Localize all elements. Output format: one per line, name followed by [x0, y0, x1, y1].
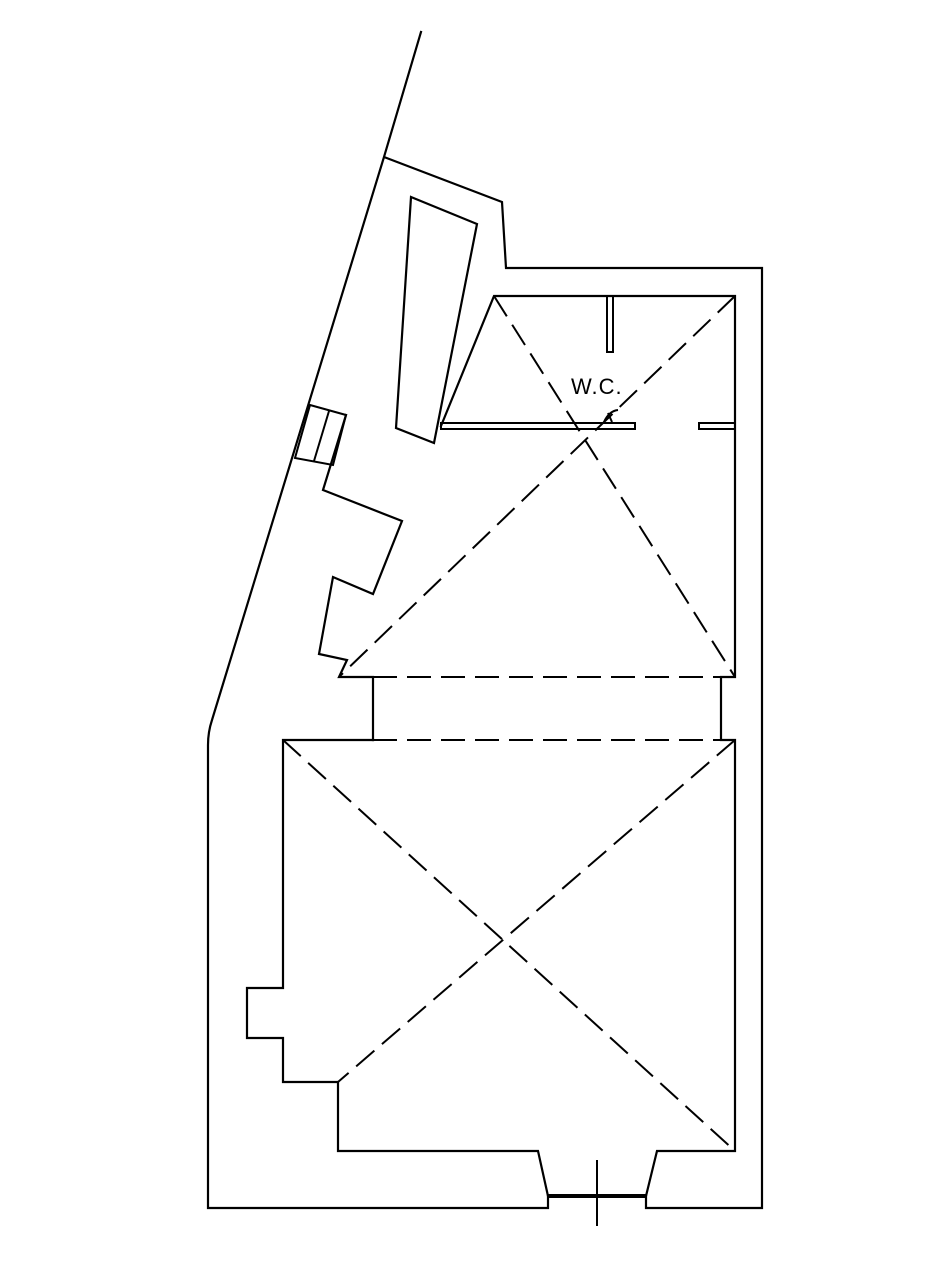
- wc-partition-top: [606, 295, 614, 353]
- window-niche: [293, 403, 348, 467]
- wc-partition-right: [698, 422, 736, 430]
- vault-diagonal-upper-b: [338, 295, 736, 678]
- wc-label: W.C.: [571, 374, 623, 399]
- wc-fixture-mark: [603, 409, 619, 423]
- outer-wall: [206, 30, 764, 1210]
- inner-wall-lower-right: [439, 294, 737, 1198]
- vault-diagonal-lower-a: [282, 739, 736, 1152]
- inner-wall-upper: [317, 413, 404, 742]
- inner-wall-lower-left: [245, 738, 550, 1198]
- narrow-shaft: [394, 195, 479, 445]
- vault-diagonal-upper-a: [493, 295, 736, 678]
- window-mullion: [313, 410, 330, 462]
- wc-partition-horizontal: [440, 422, 636, 430]
- vault-diagonal-lower-b: [337, 739, 736, 1083]
